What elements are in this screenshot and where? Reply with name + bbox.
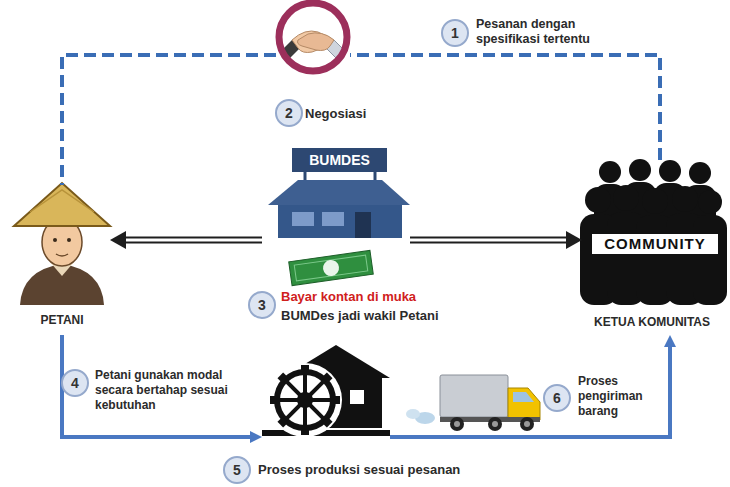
representation-arrow [410,240,566,241]
bumdes-building: BUMDES [262,145,410,240]
farmer-mouth [56,254,68,256]
actor-label: KETUA KOMUNITAS [572,315,730,330]
money-bill [289,250,374,285]
production-mill: Proses produksi sesuai pesanan [262,342,390,447]
connector-line [350,55,660,160]
sign-text: BUMDES [292,148,387,172]
person-head [585,187,611,213]
connector-line [62,55,276,185]
wheel-rim [277,372,333,428]
wheel-paddle [333,396,340,404]
wheel-paddle [325,420,330,425]
mill-window [350,390,364,404]
delivery-arrow [390,347,670,437]
wheel-paddle [325,375,330,380]
person-head [613,185,639,211]
connector-inner-line [410,239,566,242]
connector-inner-line [126,239,262,242]
person-head [642,188,668,214]
farmer-eye [67,238,71,242]
farmer-hat-weave [30,190,94,212]
callout-number: 6 [543,384,571,412]
person-head [698,190,722,214]
negotiation-circle: Negosiasi [276,0,350,74]
step-text: Bayar kontan di muka [281,289,471,305]
callout-number: 1 [441,19,469,47]
actor-label: PETANI [14,313,110,328]
step-text: Proses pengiriman barang [578,374,656,419]
node-label: Negosiasi [305,106,395,121]
connector-line [410,237,566,244]
person-head [599,161,621,183]
community-group: COMMUNITYKETUA KOMUNITAS [582,160,722,335]
connector-line [62,335,250,437]
person-head [659,160,681,182]
payment-arrow [126,240,262,241]
negotiation-line [62,55,276,185]
person-head [629,159,651,181]
callout-number: 4 [61,369,89,397]
bill-paper [289,250,374,285]
water-wheel [270,365,340,435]
wheel-paddle [301,428,309,435]
connector-line [126,237,262,244]
truck-wheel [488,417,502,431]
wheel-paddle [280,375,285,380]
banner-text: COMMUNITY [590,232,720,256]
step-text: Pesanan dengan spesifikasi tertentu [476,17,616,47]
person-head [672,186,698,212]
exhaust-smoke [406,409,420,419]
house-window [322,212,344,226]
truck-window [513,392,534,402]
truck-trailer [440,375,508,417]
capital-arrow [62,335,250,437]
callout-number: 3 [248,291,276,319]
bill-border [294,255,368,281]
mill-ground [262,430,390,436]
truck-hubcap [492,421,498,427]
house-door [355,212,371,238]
person-body [693,215,727,305]
truck-wheel [520,417,534,431]
wheel-backing [268,363,342,437]
house-wall [278,205,402,238]
truck-wheel [450,417,464,431]
handshake-hand [298,33,335,51]
house-window [292,212,314,226]
order-line [350,55,660,160]
house-roof [268,180,410,205]
crowd-silhouette [580,159,727,305]
step-text: Petani gunakan modal secara bertahap ses… [95,368,237,413]
callout-number: 2 [275,99,303,127]
connector-line [390,347,670,437]
wheel-paddle [280,420,285,425]
person-head [689,162,711,184]
truck-hubcap [524,421,530,427]
farmer-eye [53,238,57,242]
handshake-disc [279,3,347,71]
farmer-actor: PETANI [14,185,110,335]
truck-cab [508,388,540,420]
bill-seal [322,259,340,277]
circle-outline [276,0,350,74]
truck-hubcap [454,421,460,427]
step-text: BUMDes jadi wakil Petani [281,308,471,324]
farmer-hat [14,183,110,226]
callout-number: 5 [223,456,251,484]
node-label: Proses produksi sesuai pesanan [258,462,518,478]
wheel-hub [297,392,313,408]
wheel-paddle [270,396,277,404]
circle-ring [279,3,347,71]
wheel-paddle [301,365,309,372]
